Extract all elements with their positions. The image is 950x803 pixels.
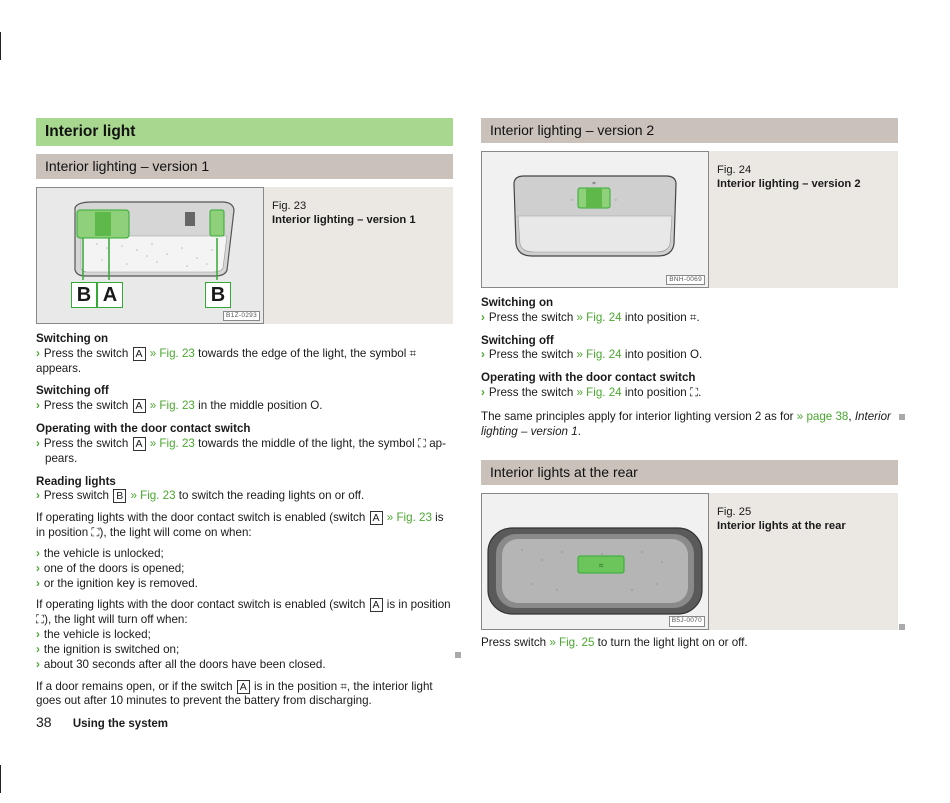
section-end-mark bbox=[899, 414, 905, 420]
instruction-door-contact: ›Press the switch A » Fig. 23 towards th… bbox=[36, 436, 446, 451]
link-fig-23[interactable]: » Fig. 23 bbox=[130, 489, 176, 503]
figure-code: B5J-0070 bbox=[668, 616, 705, 627]
figure-label: Fig. 24 bbox=[717, 164, 752, 176]
paragraph-same-principles-cont: lighting – version 1. bbox=[481, 424, 581, 438]
chapter-footer-title: Using the system bbox=[72, 718, 169, 730]
instruction-switching-off-v2: ›Press the switch » Fig. 24 into positio… bbox=[481, 348, 703, 362]
crop-mark-top bbox=[0, 32, 1, 60]
svg-text:◦: ◦ bbox=[614, 197, 618, 204]
figure-code: B1Z-0293 bbox=[223, 310, 260, 321]
list-item: ›about 30 seconds after all the doors ha… bbox=[36, 657, 326, 671]
list-turn-off: ›the vehicle is locked; ›the ignition is… bbox=[36, 628, 453, 672]
paragraph-come-on: If operating lights with the door contac… bbox=[36, 511, 444, 526]
list-item: ›or the ignition key is removed. bbox=[36, 576, 198, 590]
callout-a: A bbox=[97, 282, 123, 308]
figure-24-image: ⌗ ◦ ◦ BNH-0069 bbox=[481, 151, 709, 288]
figure-title: Interior lights at the rear bbox=[717, 519, 846, 532]
heading-reading-lights: Reading lights bbox=[36, 474, 116, 488]
paragraph-door-open: If a door remains open, or if the switch… bbox=[36, 679, 433, 694]
heading-door-contact: Operating with the door contact switch bbox=[36, 422, 251, 436]
figure-label: Fig. 23 bbox=[272, 200, 307, 212]
figure-label: Fig. 25 bbox=[717, 505, 752, 518]
heading-door-contact-v2: Operating with the door contact switch bbox=[481, 371, 696, 385]
figure-title: Interior lighting – version 2 bbox=[717, 178, 861, 191]
link-fig-23[interactable]: » Fig. 23 bbox=[149, 436, 195, 450]
figure-title: Interior lighting – version 1 bbox=[272, 214, 416, 227]
paragraph-come-on-cont: in position ⛶), the light will come on w… bbox=[36, 526, 252, 540]
figure-24-caption: Fig. 24 Interior lighting – version 2 bbox=[709, 151, 898, 288]
figure-23: B A B B1Z-0293 Fig. 23 Interior lighting… bbox=[36, 187, 453, 324]
callout-b-right: B bbox=[205, 282, 231, 308]
instruction-switching-off: ›Press the switch A » Fig. 23 in the mid… bbox=[36, 399, 323, 414]
interior-light-v2-illustration: ⌗ ◦ ◦ bbox=[482, 152, 708, 287]
paragraph-turn-off-cont: ⛶), the light will turn off when: bbox=[36, 613, 188, 627]
instruction-switching-on-v2: ›Press the switch » Fig. 24 into positio… bbox=[481, 310, 700, 324]
figure-25-image: ⌗ B5J-0070 bbox=[481, 492, 709, 630]
callout-b-left: B bbox=[71, 282, 97, 308]
page-number: 38 bbox=[36, 714, 52, 730]
figure-25-caption: Fig. 25 Interior lights at the rear bbox=[709, 492, 898, 630]
link-fig-24[interactable]: » Fig. 24 bbox=[576, 348, 622, 362]
list-item: ›one of the doors is opened; bbox=[36, 561, 185, 575]
crop-mark-bottom bbox=[0, 765, 1, 793]
figure-25: ⌗ B5J-0070 Fig. 25 Interior lights at th… bbox=[481, 492, 898, 630]
page-footer: 38 Using the system bbox=[36, 714, 168, 732]
figure-code: BNH-0069 bbox=[666, 274, 705, 285]
link-fig-24[interactable]: » Fig. 24 bbox=[576, 386, 622, 400]
link-fig-24[interactable]: » Fig. 24 bbox=[576, 310, 622, 324]
list-come-on: ›the vehicle is unlocked; ›one of the do… bbox=[36, 547, 453, 591]
link-fig-23[interactable]: » Fig. 23 bbox=[149, 346, 195, 360]
link-page-38[interactable]: » page 38 bbox=[796, 409, 849, 423]
list-item: ›the vehicle is locked; bbox=[36, 628, 151, 642]
instruction-door-contact-cont: pears. bbox=[45, 451, 78, 465]
figure-23-caption: Fig. 23 Interior lighting – version 1 bbox=[264, 187, 453, 324]
paragraph-rear-light: Press switch » Fig. 25 to turn the light… bbox=[481, 635, 748, 649]
link-fig-25[interactable]: » Fig. 25 bbox=[549, 635, 595, 649]
heading-switching-on-v2: Switching on bbox=[481, 296, 554, 309]
instruction-reading-lights: ›Press switch B » Fig. 23 to switch the … bbox=[36, 489, 365, 504]
section-title-version-2: Interior lighting – version 2 bbox=[481, 118, 898, 143]
left-column: Interior light Interior lighting – versi… bbox=[36, 118, 453, 709]
instruction-door-contact-v2: ›Press the switch » Fig. 24 into positio… bbox=[481, 386, 702, 400]
section-title-version-1: Interior lighting – version 1 bbox=[36, 154, 453, 179]
rear-light-illustration: ⌗ bbox=[482, 493, 708, 629]
chapter-title: Interior light bbox=[36, 118, 453, 146]
heading-switching-on: Switching on bbox=[36, 332, 109, 345]
link-fig-23[interactable]: » Fig. 23 bbox=[149, 399, 195, 413]
list-item: ›the ignition is switched on; bbox=[36, 642, 180, 656]
link-fig-23[interactable]: » Fig. 23 bbox=[386, 511, 432, 525]
paragraph-same-principles: The same principles apply for interior l… bbox=[481, 409, 891, 423]
figure-23-image: B A B B1Z-0293 bbox=[36, 187, 264, 324]
svg-text:◦: ◦ bbox=[570, 197, 574, 204]
list-item: ›the vehicle is unlocked; bbox=[36, 546, 164, 560]
svg-text:⌗: ⌗ bbox=[592, 180, 596, 187]
heading-switching-off-v2: Switching off bbox=[481, 333, 554, 347]
paragraph-turn-off: If operating lights with the door contac… bbox=[36, 598, 451, 613]
section-title-rear: Interior lights at the rear bbox=[481, 459, 898, 485]
paragraph-door-open-cont: goes out after 10 minutes to prevent the… bbox=[36, 694, 372, 708]
section-end-mark bbox=[899, 624, 905, 630]
svg-text:⌗: ⌗ bbox=[599, 561, 604, 570]
instruction-switching-on: ›Press the switch A » Fig. 23 towards th… bbox=[36, 346, 417, 375]
section-end-mark bbox=[455, 652, 461, 658]
figure-24: ⌗ ◦ ◦ BNH-0069 Fig. 24 Interior lighting… bbox=[481, 151, 898, 288]
heading-switching-off: Switching off bbox=[36, 384, 109, 398]
right-column: Interior lighting – version 2 ⌗ ◦ ◦ BNH-… bbox=[481, 118, 898, 650]
